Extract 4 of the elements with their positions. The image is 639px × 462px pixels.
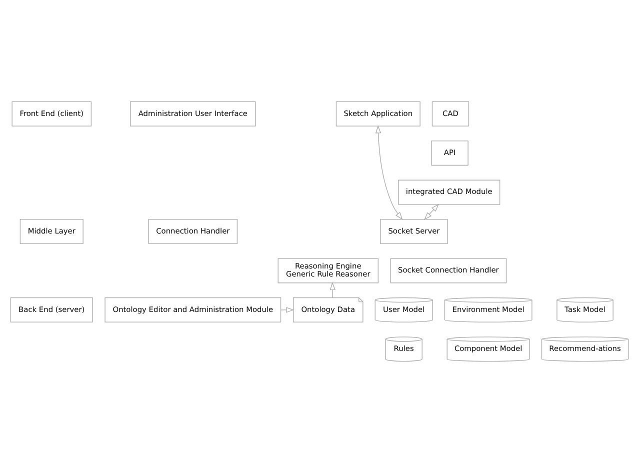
arrow [330,281,336,298]
arrow [375,124,403,220]
arrow [424,203,440,220]
arrow [280,306,294,312]
